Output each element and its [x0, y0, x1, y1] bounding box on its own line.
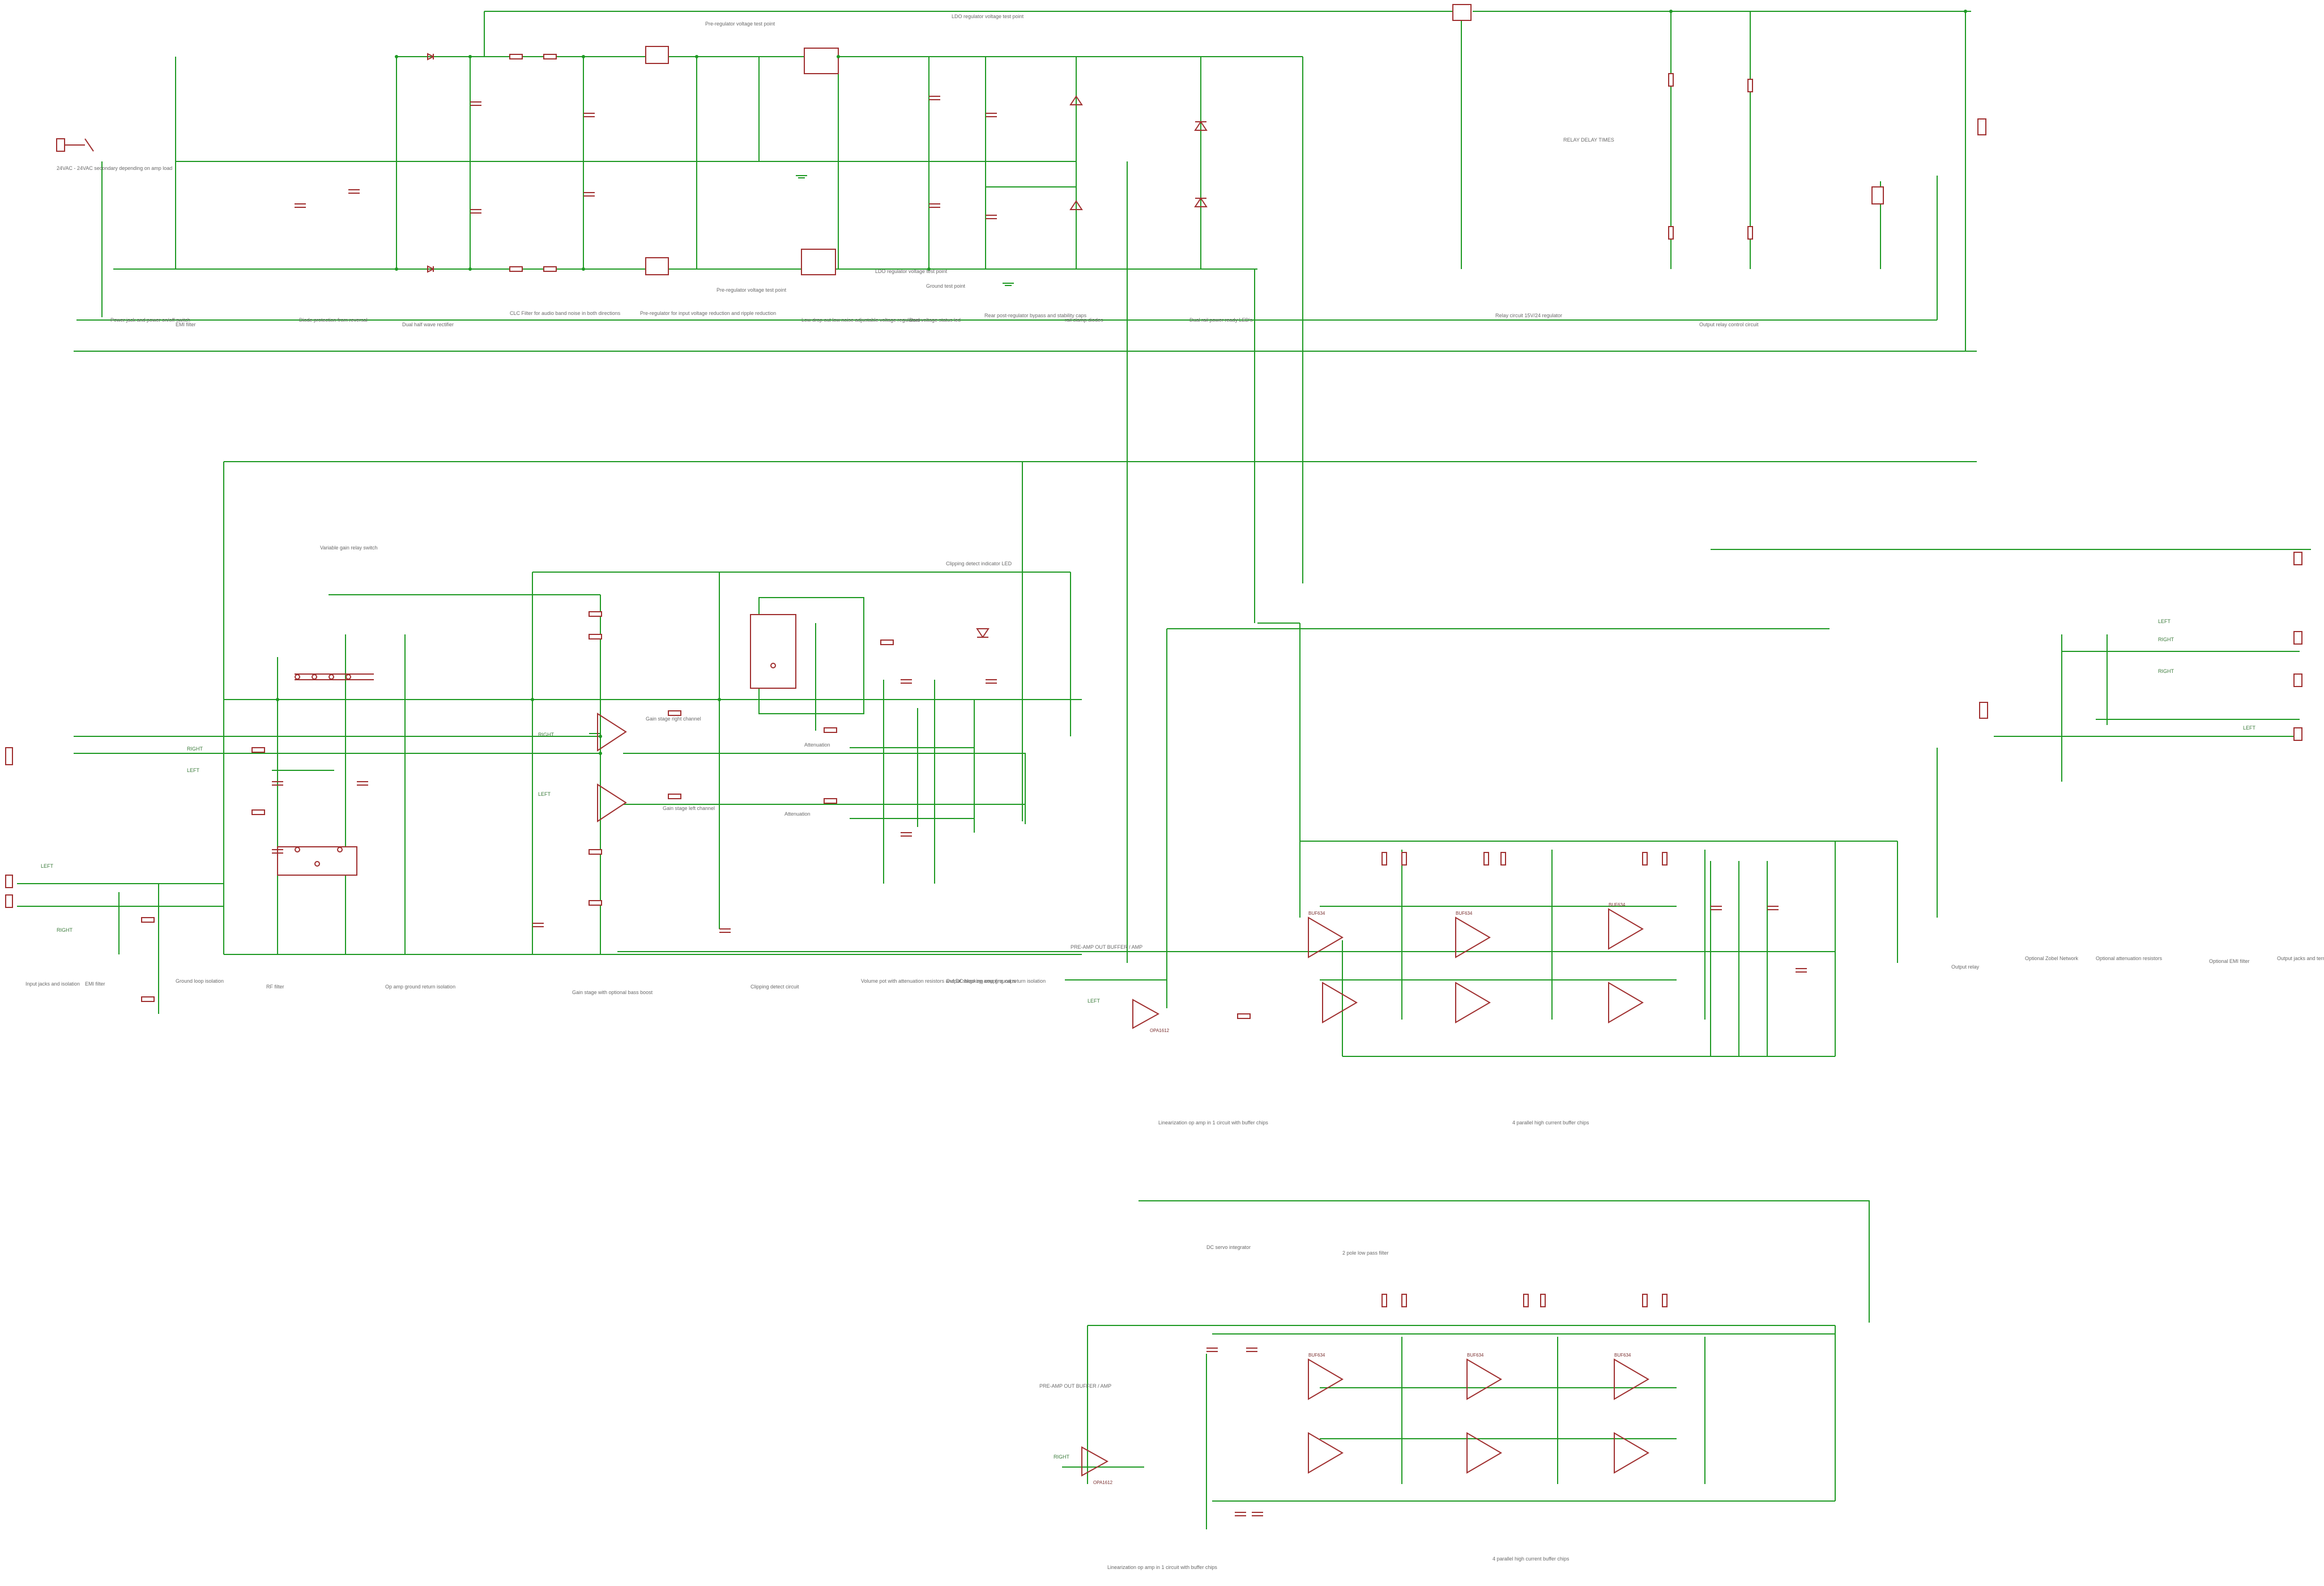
- power-label-diode: Diode protection from reversal: [299, 317, 368, 323]
- output-label-preamp-1: PRE-AMP OUT BUFFER / AMP: [1071, 944, 1142, 950]
- output-label-buffers-1: 4 parallel high current buffer chips: [1512, 1120, 1589, 1125]
- input-label-clip-led: Clipping detect indicator LED: [946, 561, 1012, 566]
- output-label-preamp-2: PRE-AMP OUT BUFFER / AMP: [1039, 1383, 1111, 1389]
- output-label-jacks: Output jacks and termination: [2277, 956, 2324, 961]
- input-label-attenuation-2: Attenuation: [784, 811, 811, 817]
- part-buffer-6: BUF634: [1614, 1353, 1631, 1358]
- signal-right-output-1: RIGHT: [2158, 637, 2174, 642]
- part-buffer-5: BUF634: [1467, 1353, 1484, 1358]
- input-label-rf: RF filter: [266, 984, 284, 990]
- input-label-gain-left: Gain stage left channel: [663, 805, 715, 811]
- input-label-volume-pot: Volume pot with attenuation resistors an…: [861, 978, 1016, 984]
- power-note-ground-tp: Ground test point: [926, 283, 966, 289]
- input-label-clip-detect: Clipping detect circuit: [750, 984, 799, 990]
- power-label-relay: Relay circuit 15V/24 regulator: [1495, 313, 1562, 318]
- signal-left-output-2: LEFT: [2243, 725, 2256, 731]
- output-label-lowpass: 2 pole low pass filter: [1342, 1250, 1389, 1256]
- power-label-bypass: Rear post-regulator bypass and stability…: [984, 313, 1087, 318]
- output-label-zobel: Optional Zobel Network: [2025, 956, 2079, 961]
- power-note-relay-delay: RELAY DELAY TIMES: [1563, 137, 1614, 143]
- signal-left-gain: LEFT: [538, 791, 551, 797]
- input-label-attenuation-1: Attenuation: [804, 742, 830, 748]
- signal-right-input: RIGHT: [187, 746, 203, 752]
- signal-left-output-1: LEFT: [2158, 619, 2171, 624]
- signal-right-preamp-2: RIGHT: [1054, 1454, 1070, 1460]
- input-label-gain-stage: Gain stage with optional bass boost: [572, 990, 653, 995]
- part-buffer-2: BUF634: [1456, 911, 1473, 916]
- signal-right-gain: RIGHT: [538, 732, 555, 737]
- output-stage-lower: Linearization op amp in 1 circuit with b…: [1039, 1200, 1870, 1570]
- input-label-ground-loop: Ground loop isolation: [176, 978, 224, 984]
- power-note-secondary: 24VAC - 24VAC secondary depending on amp…: [57, 165, 172, 171]
- input-section: Input jacks and isolation EMI filter Gro…: [5, 461, 2311, 1014]
- output-label-linearization-1: Linearization op amp in 1 circuit with b…: [1158, 1120, 1268, 1125]
- power-label-prereg: Pre-regulator for input voltage reductio…: [640, 310, 776, 316]
- signal-left-jack: LEFT: [41, 863, 54, 869]
- signal-left-input: LEFT: [187, 768, 200, 773]
- input-label-jacks: Input jacks and isolation: [25, 981, 80, 987]
- part-opamp-2: OPA1612: [1093, 1480, 1113, 1485]
- input-label-opamp-ground: Op amp ground return isolation: [385, 984, 455, 990]
- input-label-relay-switch: Variable gain relay switch: [320, 545, 377, 551]
- power-label-clamp: rail clamp diodes: [1065, 317, 1103, 323]
- power-note-ldo-tp-2: LDO regulator voltage test point: [875, 268, 948, 274]
- signal-right-output-2: RIGHT: [2158, 668, 2174, 674]
- output-label-linearization-2: Linearization op amp in 1 circuit with b…: [1107, 1564, 1217, 1570]
- power-label-ldo: Low drop out low noise adjustable voltag…: [801, 317, 920, 323]
- output-stage-upper: Output relay Optional Zobel Network Opti…: [1062, 552, 2324, 1256]
- power-note-ldo-tp-1: LDO regulator voltage test point: [952, 14, 1024, 19]
- power-label-rectifier: Dual half wave rectifier: [402, 322, 454, 327]
- output-label-emi: Optional EMI filter: [2209, 958, 2250, 964]
- power-note-prereg-tp-1: Pre-regulator voltage test point: [705, 21, 775, 27]
- output-label-dc-servo: DC servo integrator: [1206, 1244, 1251, 1250]
- power-label-jack: Power jack and power on/off switch: [110, 317, 190, 323]
- part-buffer-3: BUF634: [1609, 902, 1626, 907]
- power-supply-section: Power jack and power on/off switch EMI f…: [56, 4, 1986, 963]
- power-label-status-led: Dual voltage status led: [909, 317, 961, 323]
- power-note-prereg-tp-2: Pre-regulator voltage test point: [717, 287, 787, 293]
- output-label-buffers-2: 4 parallel high current buffer chips: [1493, 1556, 1570, 1562]
- input-label-emi: EMI filter: [85, 981, 105, 987]
- power-label-clc: CLC Filter for audio band noise in both …: [510, 310, 621, 316]
- output-label-relay: Output relay: [1951, 964, 1980, 970]
- part-buffer-4: BUF634: [1308, 1353, 1325, 1358]
- part-opamp-1: OPA1612: [1150, 1028, 1170, 1033]
- signal-right-jack: RIGHT: [57, 927, 73, 933]
- power-label-emi: EMI filter: [176, 322, 196, 327]
- output-label-attenuation: Optional attenuation resistors: [2096, 956, 2163, 961]
- input-label-output-stage: Output stage op amp ground return isolat…: [946, 978, 1046, 984]
- signal-left-preamp-1: LEFT: [1088, 998, 1101, 1004]
- input-label-gain-right: Gain stage right channel: [646, 716, 701, 722]
- power-label-output-relay: Output relay control circuit: [1699, 322, 1759, 327]
- part-buffer-1: BUF634: [1308, 911, 1325, 916]
- power-label-ready-led: Dual rail power ready LED's: [1189, 317, 1253, 323]
